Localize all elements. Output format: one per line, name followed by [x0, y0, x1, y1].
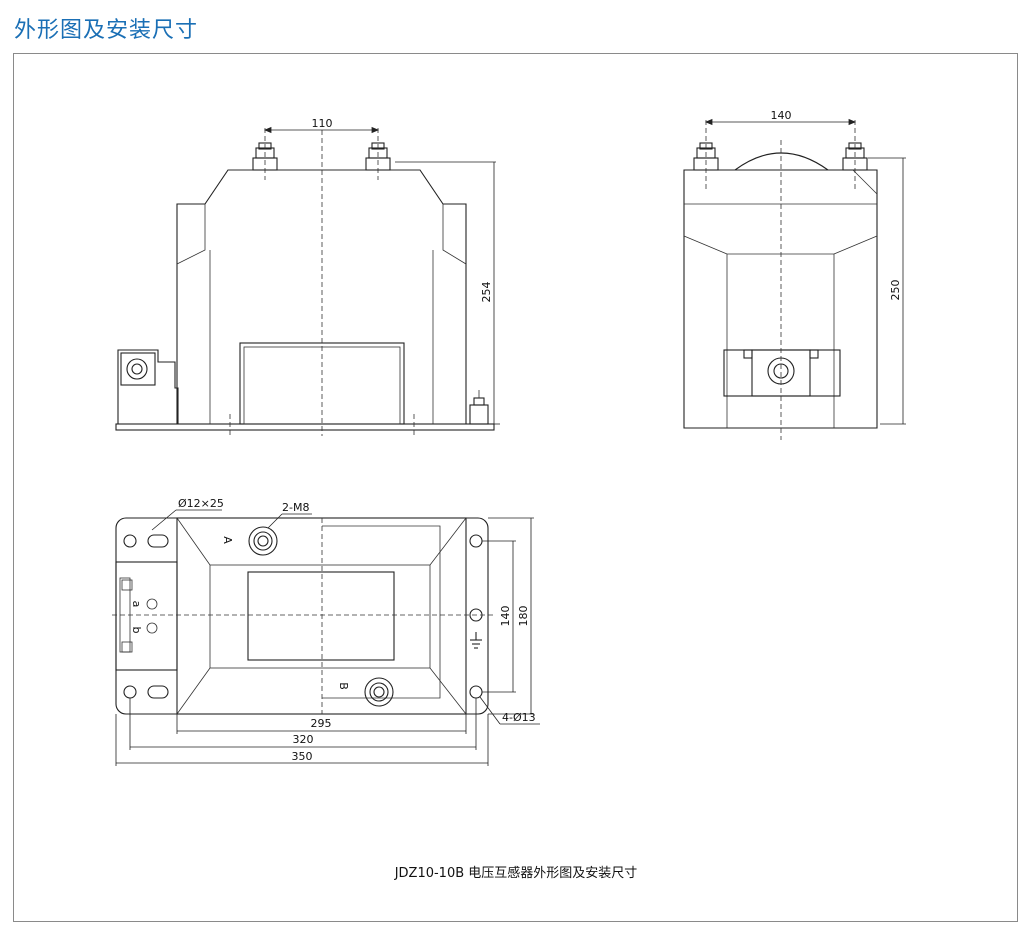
- plan-label-a: a: [130, 601, 143, 608]
- drawing-caption: JDZ10-10B 电压互感器外形图及安装尺寸: [394, 865, 638, 881]
- plan-terminal-label: 2-M8: [282, 501, 309, 514]
- plan-terminal-b: [364, 677, 394, 707]
- front-dim-254-label: 254: [480, 282, 493, 303]
- side-secondary-block: [723, 349, 841, 397]
- side-view: 140 250: [683, 109, 906, 440]
- front-secondary-terminal: [126, 358, 148, 380]
- front-dim-110-label: 110: [312, 117, 333, 130]
- side-dim-140-label: 140: [771, 109, 792, 122]
- plan-terminal-a: [248, 526, 278, 556]
- plan-body-inner: [209, 564, 431, 669]
- front-base-plate: [115, 423, 495, 431]
- plan-terminal-b-label: B: [337, 682, 350, 690]
- front-view: 110 254: [115, 117, 500, 436]
- plan-label-b: b: [130, 627, 143, 634]
- plan-slot-label: Ø12×25: [178, 497, 224, 510]
- side-screw-right: [809, 349, 819, 359]
- plan-secondary-nut-bottom: [121, 641, 133, 653]
- front-shoulder-left: [176, 204, 206, 265]
- plan-mount-holes: [469, 534, 483, 699]
- front-dim-110-arrows: [263, 126, 380, 134]
- plan-secondary-box: [115, 561, 178, 671]
- page-heading: 外形图及安装尺寸: [14, 18, 199, 43]
- side-dim-250-label: 250: [889, 280, 902, 301]
- plan-dim-180-label: 180: [517, 606, 530, 627]
- plan-view: a b A B: [112, 497, 540, 766]
- plan-upper-outline: [322, 525, 441, 699]
- plan-secondary-nut-top: [121, 579, 133, 591]
- plan-dim-350-label: 350: [292, 750, 313, 763]
- plan-window: [247, 571, 395, 661]
- plan-body-chamfers: [176, 517, 467, 715]
- plan-base-plate: [115, 517, 489, 715]
- plan-secondary-screw-a: [146, 598, 158, 610]
- plan-hole-leader: [479, 696, 501, 725]
- plan-terminal-leader: [267, 513, 283, 529]
- side-chamfer: [852, 169, 878, 195]
- drawing-frame: [13, 53, 1018, 922]
- plan-hole-label: 4-Ø13: [502, 711, 536, 724]
- plan-body: [176, 517, 467, 715]
- front-secondary-box-face: [120, 352, 156, 386]
- plan-secondary-screw-b: [146, 622, 158, 634]
- side-top-dome: [733, 152, 830, 171]
- side-screw-left: [743, 349, 753, 359]
- front-secondary-terminal-core: [131, 363, 143, 375]
- plan-terminal-a-label: A: [221, 536, 234, 544]
- plan-dim-295-label: 295: [311, 717, 332, 730]
- side-shoulder-diagonals: [683, 235, 878, 255]
- plan-slots: [123, 534, 169, 699]
- plan-dim-320-label: 320: [293, 733, 314, 746]
- front-ground-bolt: [469, 390, 489, 425]
- front-secondary-box: [117, 349, 179, 425]
- front-body: [176, 169, 467, 425]
- plan-dim-140-label: 140: [499, 606, 512, 627]
- ground-icon: [470, 632, 482, 649]
- plan-slot-leader: [151, 509, 177, 531]
- side-dim-140-arrows: [704, 118, 857, 126]
- side-body: [683, 169, 878, 429]
- front-shoulder-right: [442, 204, 467, 265]
